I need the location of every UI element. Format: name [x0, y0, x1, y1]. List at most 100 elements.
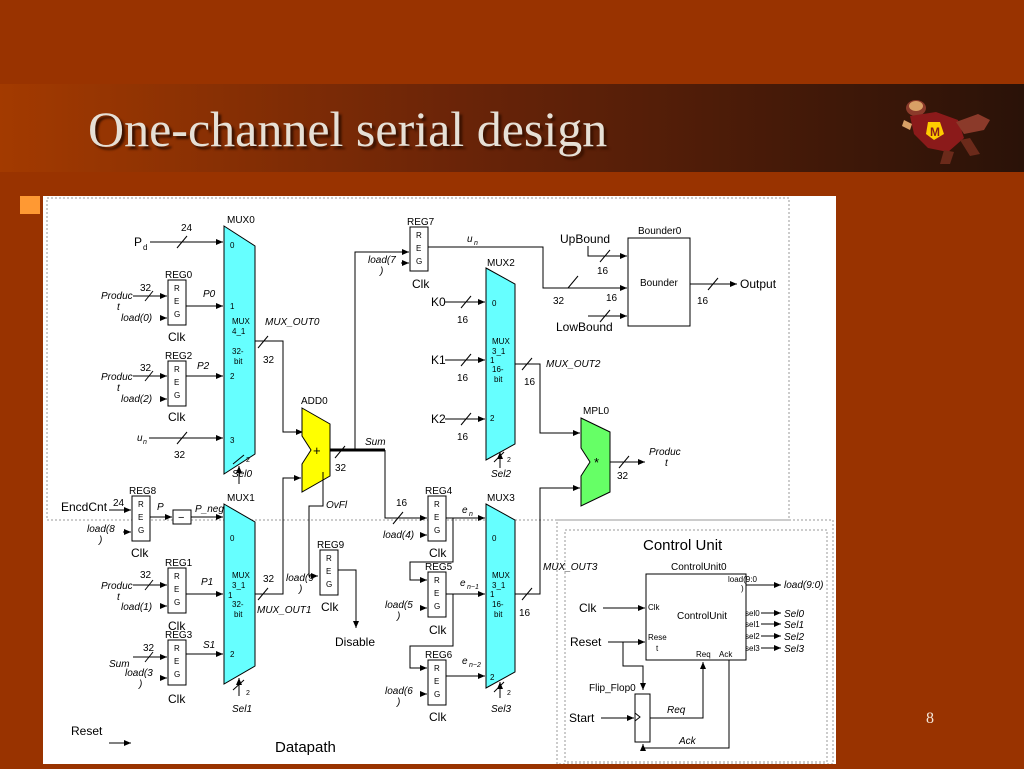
bounder-in-width: 32 — [553, 296, 565, 307]
mux3-name: MUX3 — [487, 493, 515, 504]
reg6-e: E — [434, 677, 439, 686]
output-label: Output — [740, 277, 777, 291]
reg2-e: E — [174, 378, 179, 387]
reg5-clk: Clk — [429, 623, 447, 637]
encdcnt-label: EncdCnt — [61, 500, 108, 514]
mux1-subtype: 3_1 — [232, 581, 246, 590]
reg8-out: P — [157, 502, 164, 513]
cu-req: Req — [667, 705, 686, 716]
mux1-in2: 2 — [230, 650, 235, 659]
pd-sub: d — [143, 243, 147, 252]
reg1-box — [167, 567, 187, 614]
control-unit-block-label: ControlUnit — [677, 611, 727, 622]
reg9-load-b: ) — [298, 584, 302, 595]
reg0-out: P0 — [203, 289, 216, 300]
k2-width: 16 — [457, 432, 469, 443]
cu-sel-port-0: sel0 — [745, 609, 760, 618]
reg1-input-a: Produc — [101, 581, 133, 592]
cu-load-out: load(9:0) — [784, 580, 823, 591]
bounder-out-width2: 16 — [697, 296, 709, 307]
reg7-out-sub: n — [474, 240, 478, 247]
reg9-g: G — [326, 580, 332, 589]
mux1-in0: 0 — [230, 534, 235, 543]
reg8-neg: P_neg — [195, 504, 224, 515]
mpl0-out-a: Produc — [649, 447, 681, 458]
mux1-out-width: 32 — [263, 574, 275, 585]
encdcnt-width: 24 — [113, 498, 125, 509]
reg3-r: R — [174, 644, 180, 653]
mux0-sel: Sel0 — [232, 469, 252, 480]
reg3-out: S1 — [203, 640, 215, 651]
cu-load-port-a: load(9:0 — [728, 575, 757, 584]
datapath-label: Datapath — [275, 739, 336, 756]
mux0-type: MUX — [232, 317, 250, 326]
reg2-input-a: Produc — [101, 372, 133, 383]
reg8-load-a: load(8 — [87, 524, 115, 535]
reg8-e: E — [138, 513, 143, 522]
cu-ack-port: Ack — [719, 650, 733, 659]
add0-name: ADD0 — [301, 396, 328, 407]
reg9-box — [319, 549, 339, 596]
mpl0-width: 32 — [617, 471, 629, 482]
reg4-r: R — [434, 500, 440, 509]
reg7-load-b: ) — [379, 266, 383, 277]
reg5-out-sub: n−1 — [467, 584, 479, 591]
reg1-width: 32 — [140, 570, 152, 581]
reg0-input-b: t — [117, 302, 121, 313]
reg2-input-b: t — [117, 383, 121, 394]
mux1-sel-width: 2 — [246, 690, 250, 697]
mux2-bits: 16- — [492, 365, 504, 374]
mux1-out: MUX_OUT1 — [257, 605, 311, 616]
reg9-out: Disable — [335, 635, 375, 649]
reg7-clk: Clk — [412, 277, 430, 291]
flipflop-name: Flip_Flop0 — [589, 683, 636, 694]
mux2-in2: 2 — [490, 414, 495, 423]
mux1-in1: 1 — [228, 591, 233, 600]
reg2-width: 32 — [140, 363, 152, 374]
cu-sel-port-1: sel1 — [745, 620, 760, 629]
lowbound-label: LowBound — [556, 320, 613, 334]
cu-reset-port-b: t — [656, 644, 659, 653]
mux1-shape — [223, 503, 256, 685]
mux1-name: MUX1 — [227, 493, 255, 504]
cu-req-port: Req — [696, 650, 711, 659]
reg4-width: 16 — [396, 498, 408, 509]
reg5-name: REG5 — [425, 562, 453, 573]
datapath-reset: Reset — [71, 724, 103, 738]
reg6-r: R — [434, 664, 440, 673]
mux2-name: MUX2 — [487, 258, 515, 269]
pd-label: P — [134, 235, 142, 249]
reg8-box — [131, 495, 151, 542]
reg3-width: 32 — [143, 643, 155, 654]
mux2-shape — [485, 267, 516, 461]
mux3-shape — [485, 503, 516, 689]
cu-sel-port-2: sel2 — [745, 632, 760, 641]
reg3-e: E — [174, 657, 179, 666]
mux1-bits2: bit — [234, 610, 243, 619]
reg3-g: G — [174, 670, 180, 679]
mux0-in2: 2 — [230, 372, 235, 381]
reg1-r: R — [174, 572, 180, 581]
upbound-width: 16 — [597, 266, 609, 277]
reg1-load: load(1) — [121, 602, 152, 613]
un-width: 32 — [174, 450, 186, 461]
reg3-load-a: load(3 — [125, 668, 153, 679]
reg4-g: G — [434, 526, 440, 535]
diagram-panel: MUX0 0 1 MUX 4_1 32- bit 2 3 2 Sel0 P d … — [43, 196, 836, 765]
mux0-bits2: bit — [234, 357, 243, 366]
cu-sel-out-3: Sel3 — [784, 644, 804, 655]
gopher-mascot-logo: M — [902, 100, 990, 164]
mux1-type: MUX — [232, 571, 250, 580]
mux3-subtype: 3_1 — [492, 581, 506, 590]
reg0-clk: Clk — [168, 330, 186, 344]
mpl0-shape — [580, 417, 611, 507]
reg4-name: REG4 — [425, 486, 453, 497]
mux2-in0: 0 — [492, 299, 497, 308]
reg1-out: P1 — [201, 577, 213, 588]
mux3-out-width: 16 — [519, 608, 531, 619]
reg6-clk: Clk — [429, 710, 447, 724]
mux0-in1: 1 — [230, 302, 235, 311]
cu-sel-out-2: Sel2 — [784, 632, 804, 643]
mux2-subtype: 3_1 — [492, 347, 506, 356]
mux0-subtype: 4_1 — [232, 327, 246, 336]
